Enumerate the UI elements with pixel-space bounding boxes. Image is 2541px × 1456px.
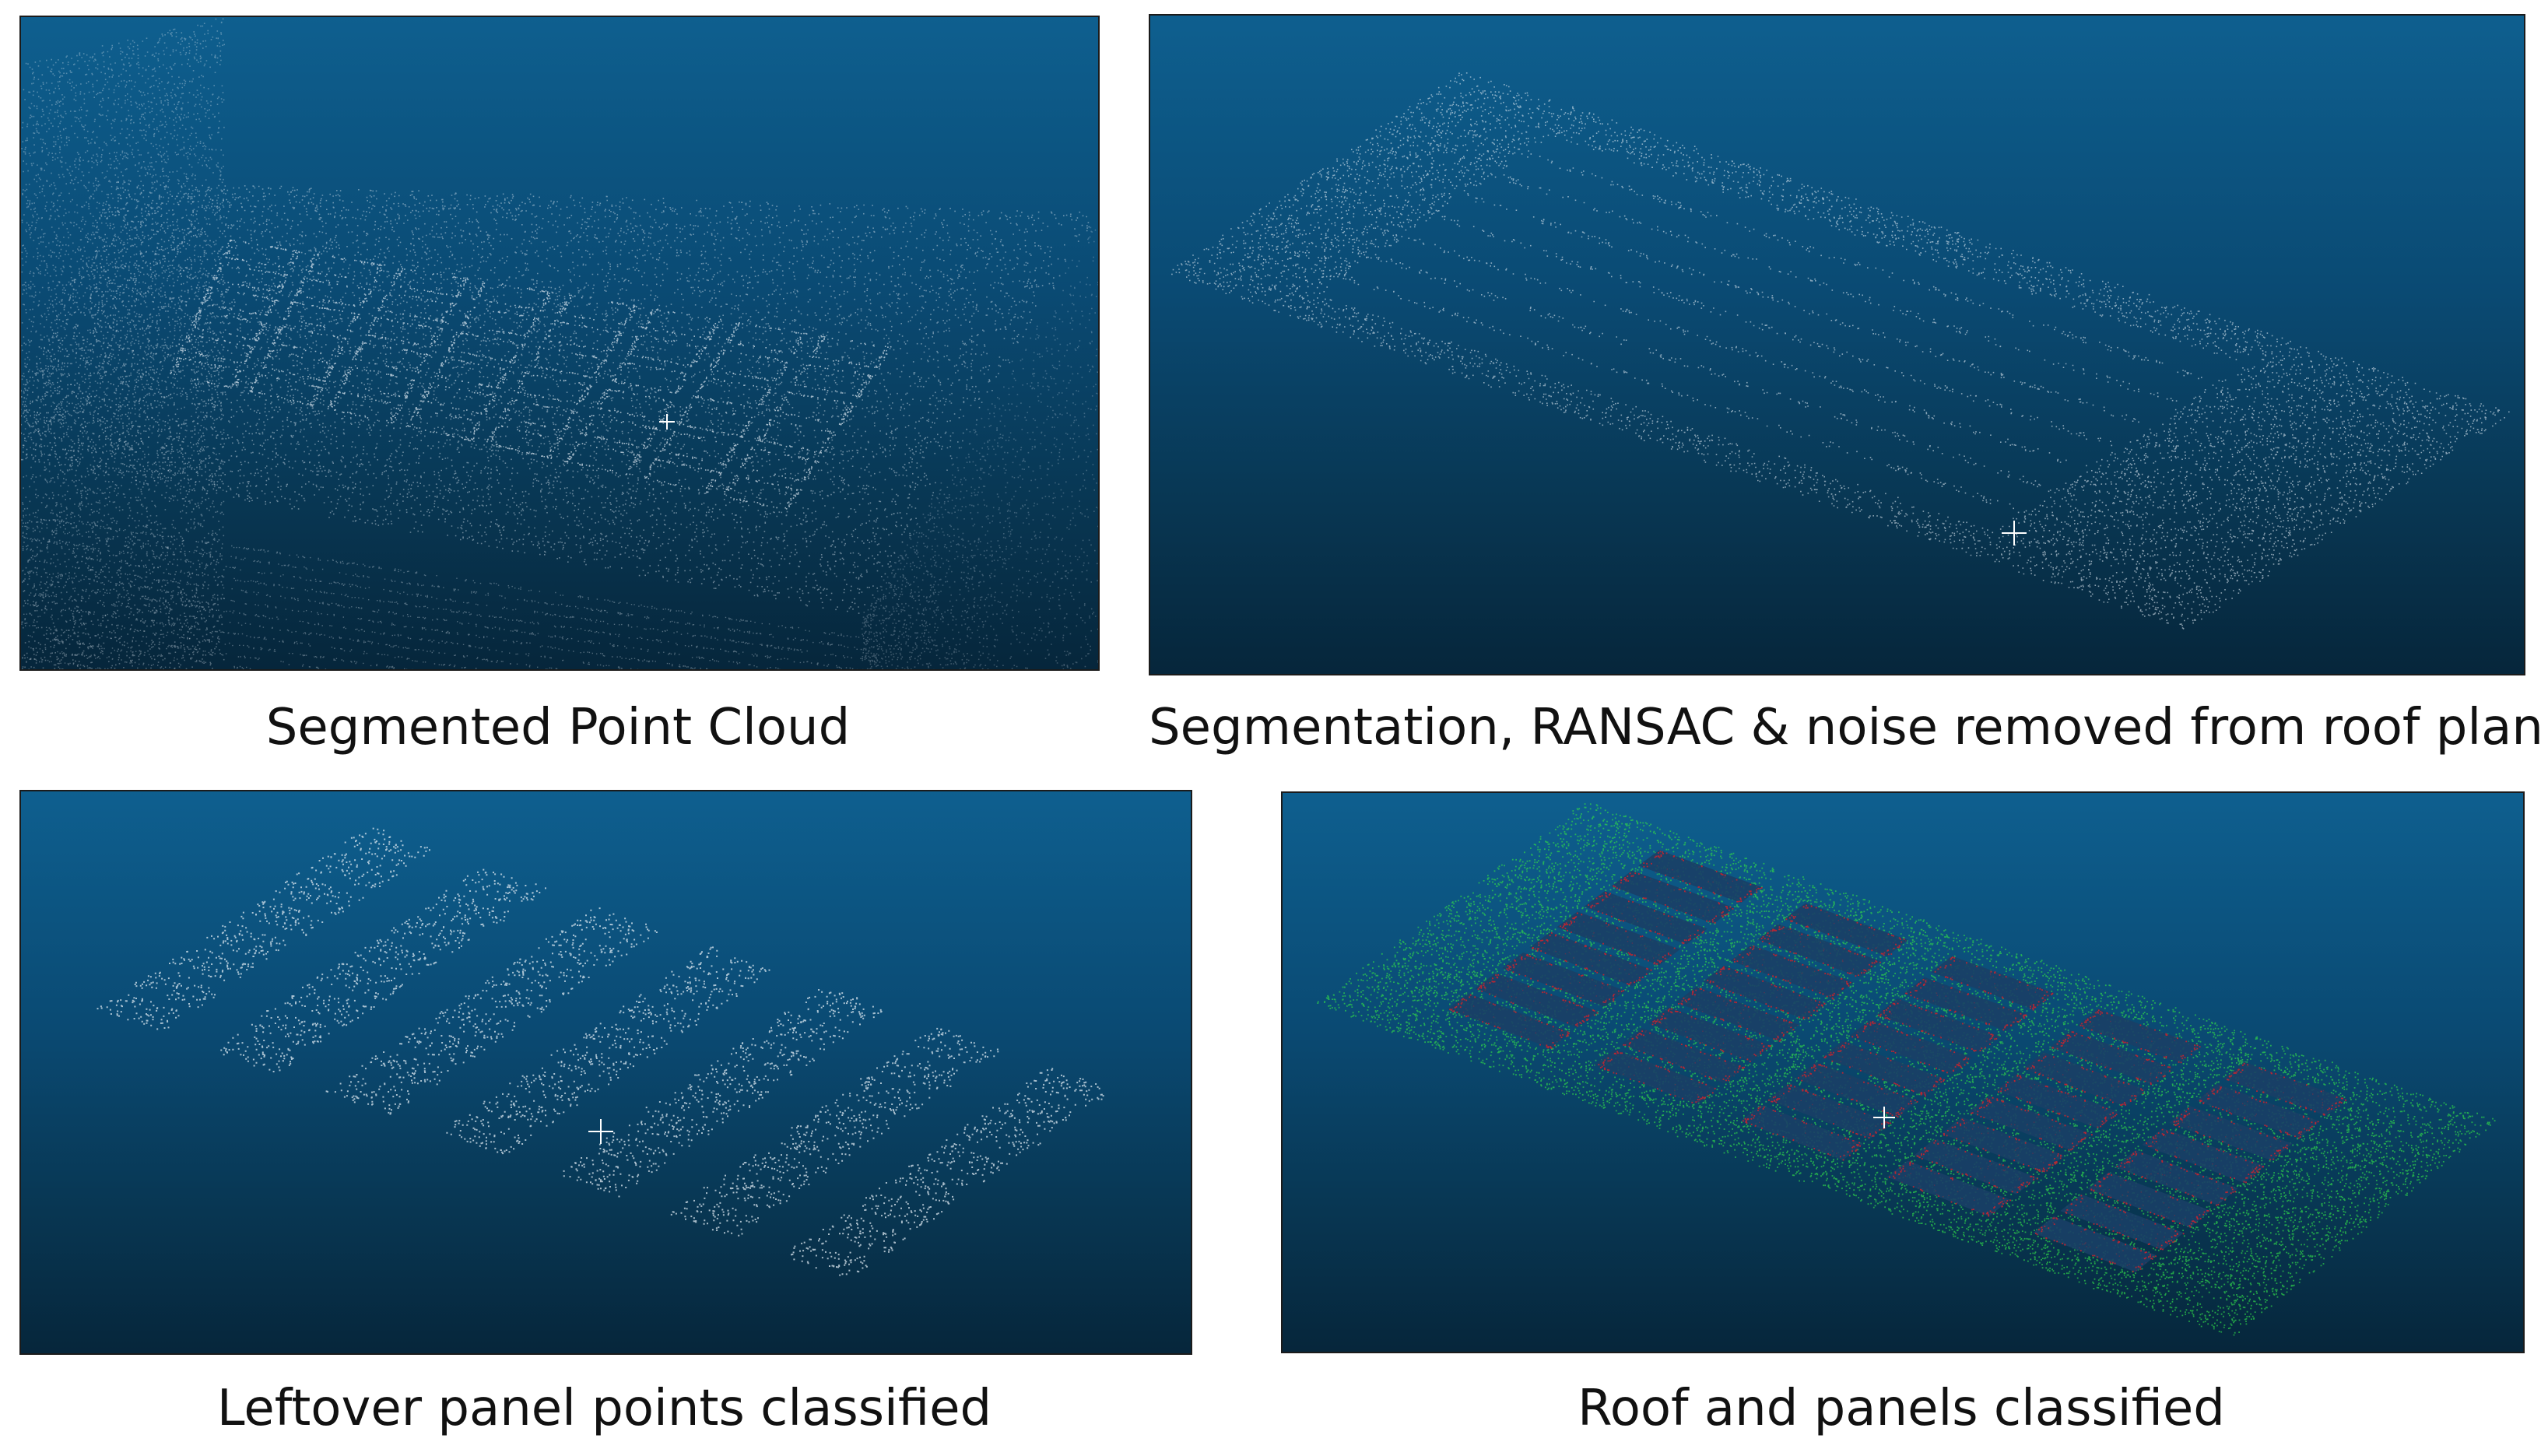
- point-cloud-canvas[interactable]: [1283, 793, 2523, 1352]
- panel-class-points: [1448, 850, 2347, 1272]
- point-cloud: [21, 18, 1098, 669]
- crosshair-icon: [588, 1119, 613, 1144]
- roof-plane: [1171, 72, 2510, 630]
- point-cloud-canvas[interactable]: [21, 791, 1191, 1353]
- crosshair-icon: [1873, 1107, 1895, 1128]
- viewer-ransac-roof-plane[interactable]: [1149, 14, 2525, 675]
- viewer-leftover-panel-points[interactable]: [19, 790, 1192, 1355]
- caption-roof-and-panels-classified: Roof and panels classified: [1578, 1380, 2225, 1437]
- panel-points: [97, 827, 1104, 1276]
- crosshair-icon: [2002, 521, 2027, 546]
- viewer-segmented-point-cloud[interactable]: [19, 16, 1100, 671]
- caption-ransac-roof-plane: Segmentation, RANSAC & noise removed fro…: [1149, 699, 2541, 756]
- viewer-roof-and-panels-classified[interactable]: [1281, 791, 2525, 1353]
- crosshair-icon: [659, 414, 675, 430]
- point-cloud-canvas[interactable]: [1150, 16, 2524, 674]
- point-cloud-canvas[interactable]: [21, 17, 1098, 669]
- caption-segmented-point-cloud: Segmented Point Cloud: [265, 699, 851, 756]
- caption-leftover-panel-points: Leftover panel points classified: [216, 1380, 992, 1437]
- solar-panel-array: [170, 239, 892, 510]
